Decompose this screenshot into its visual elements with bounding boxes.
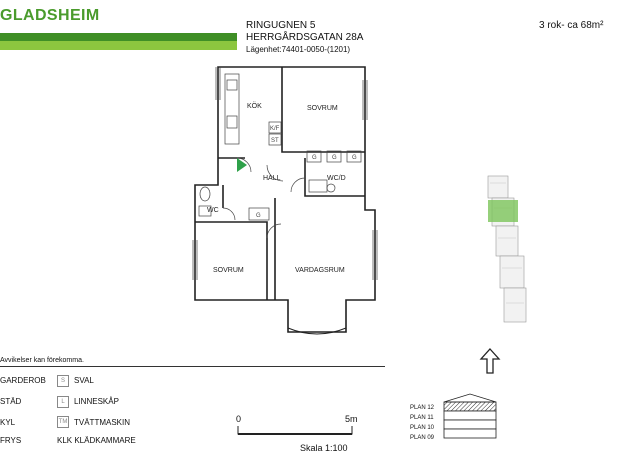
room-vardagsrum: VARDAGSRUM [295,267,345,274]
apartment-highlight [488,200,518,222]
building-key-map [487,175,527,323]
scale-zero: 0 [236,414,242,424]
room-sovrum-top: SOVRUM [307,105,338,112]
legend-kladkammare: KLK KLÄDKAMMARE [57,436,136,445]
street-address: HERRGÅRDSGATAN 28A [246,32,364,43]
legend-garderob: GARDEROB [0,376,46,385]
scale-bar [237,426,353,435]
fixture-g-2: G [332,155,337,161]
divider [0,366,385,367]
entrance-marker-icon [237,158,247,172]
legend-sval: SVAL [74,376,94,385]
north-arrow-icon [479,348,501,374]
room-sovrum-bottom: SOVRUM [213,267,244,274]
apartment-number: Lägenhet:74401-0050-(1201) [246,45,351,54]
fixture-g-4: G [256,213,261,219]
scale-label: Skala 1:100 [300,443,348,453]
brand-logo: GLADSHEIM [0,7,237,50]
room-kok: KÖK [247,102,262,110]
legend-stad: STÄD [0,397,22,406]
floor-plan-11: PLAN 11 [410,415,434,421]
scale-five: 5m [345,414,358,424]
floor-plan-09: PLAN 09 [410,435,435,441]
floor-plan-12: PLAN 12 [410,405,435,411]
fixture-g-3: G [352,155,357,161]
legend-tvattmaskin: TVÄTTMASKIN [74,418,131,427]
room-hall: HALL [263,175,281,182]
floor-plan: KÖK SOVRUM HALL WC/D WC SOVRUM VARDAGSRU… [192,66,378,335]
disclaimer: Avvikelser kan förekomma. [0,357,84,364]
fixture-kf: K/F [270,126,280,132]
brand-band [0,10,237,29]
brand-stripe-dark [0,33,237,41]
legend-linneskap: LINNESKÅP [74,397,119,406]
floor-indicator [443,393,497,439]
room-wc: WC [207,207,219,214]
room-wc-d: WC/D [327,175,346,182]
legend-code-s: S [57,375,69,387]
brand-stripe-light [0,41,237,50]
legend-code-tm: TM [57,416,69,428]
brand-name: GLADSHEIM [0,7,100,24]
fixture-g-1: G [312,155,317,161]
legend-frys: FRYS [0,436,22,445]
apartment-size: 3 rok- ca 68m² [539,20,604,31]
fixture-st: ST [271,138,279,144]
property-name: RINGUGNEN 5 [246,20,316,31]
legend-code-l: L [57,396,69,408]
legend-kyl: KYL [0,418,16,427]
floor-plan-10: PLAN 10 [410,425,435,431]
